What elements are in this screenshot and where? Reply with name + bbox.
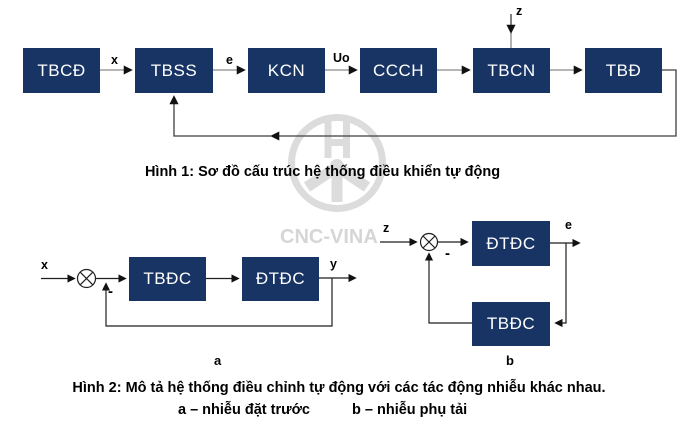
b-minus-sign: - [445,245,450,262]
signal-label-z: z [516,4,523,18]
signal-label-e: e [226,53,233,67]
block-ccch: CCCH [360,48,437,93]
figure2-legend-b: b – nhiễu phụ tải [352,402,468,418]
figure2-caption: Hình 2: Mô tả hệ thống điều chỉnh tự độn… [72,380,606,396]
feedback-line-left [169,95,271,137]
block-kcn: KCN [248,48,325,93]
a-feedback-line [101,278,333,327]
a-input-label: x [41,258,48,272]
b-tap-to-tbdc [554,243,567,328]
a-minus-sign: - [108,283,113,300]
figure1-caption: Hình 1: Sơ đồ cấu trúc hệ thống điều khi… [144,164,501,180]
fig1-dark-connectors [169,14,677,141]
block-b-dtdc: ĐTĐC [472,221,550,266]
b-output-label: e [565,218,572,232]
fig1-connectors [100,33,583,75]
block-tbcd: TBCĐ [23,48,100,93]
block-tbcn: TBCN [473,48,550,93]
cnc-vina-logo-watermark-icon [288,114,386,212]
block-tbd: TBĐ [585,48,662,93]
watermark-brand-text: CNC-VINA [280,226,378,248]
block-a-dtdc: ĐTĐC [242,257,319,301]
block-tbss: TBSS [135,48,213,93]
fig2b-connectors [380,232,581,328]
block-b-tbdc: TBĐC [472,302,550,346]
a-summing-junction-icon [76,268,97,289]
signal-label-uo: Uo [333,51,350,65]
feedback-line-right [270,69,677,141]
diagram-b-label: b [506,353,514,368]
b-input-label: z [383,221,390,235]
figure2-legend-a: a – nhiễu đặt trước [178,402,311,418]
diagram-a-label: a [214,353,222,368]
b-feedback-line [424,252,472,324]
signal-label-x: x [111,53,118,67]
fig2a-connectors [41,268,357,327]
a-output-label: y [330,257,337,271]
block-a-tbdc: TBĐC [129,257,206,301]
b-summing-junction-icon [419,232,439,252]
